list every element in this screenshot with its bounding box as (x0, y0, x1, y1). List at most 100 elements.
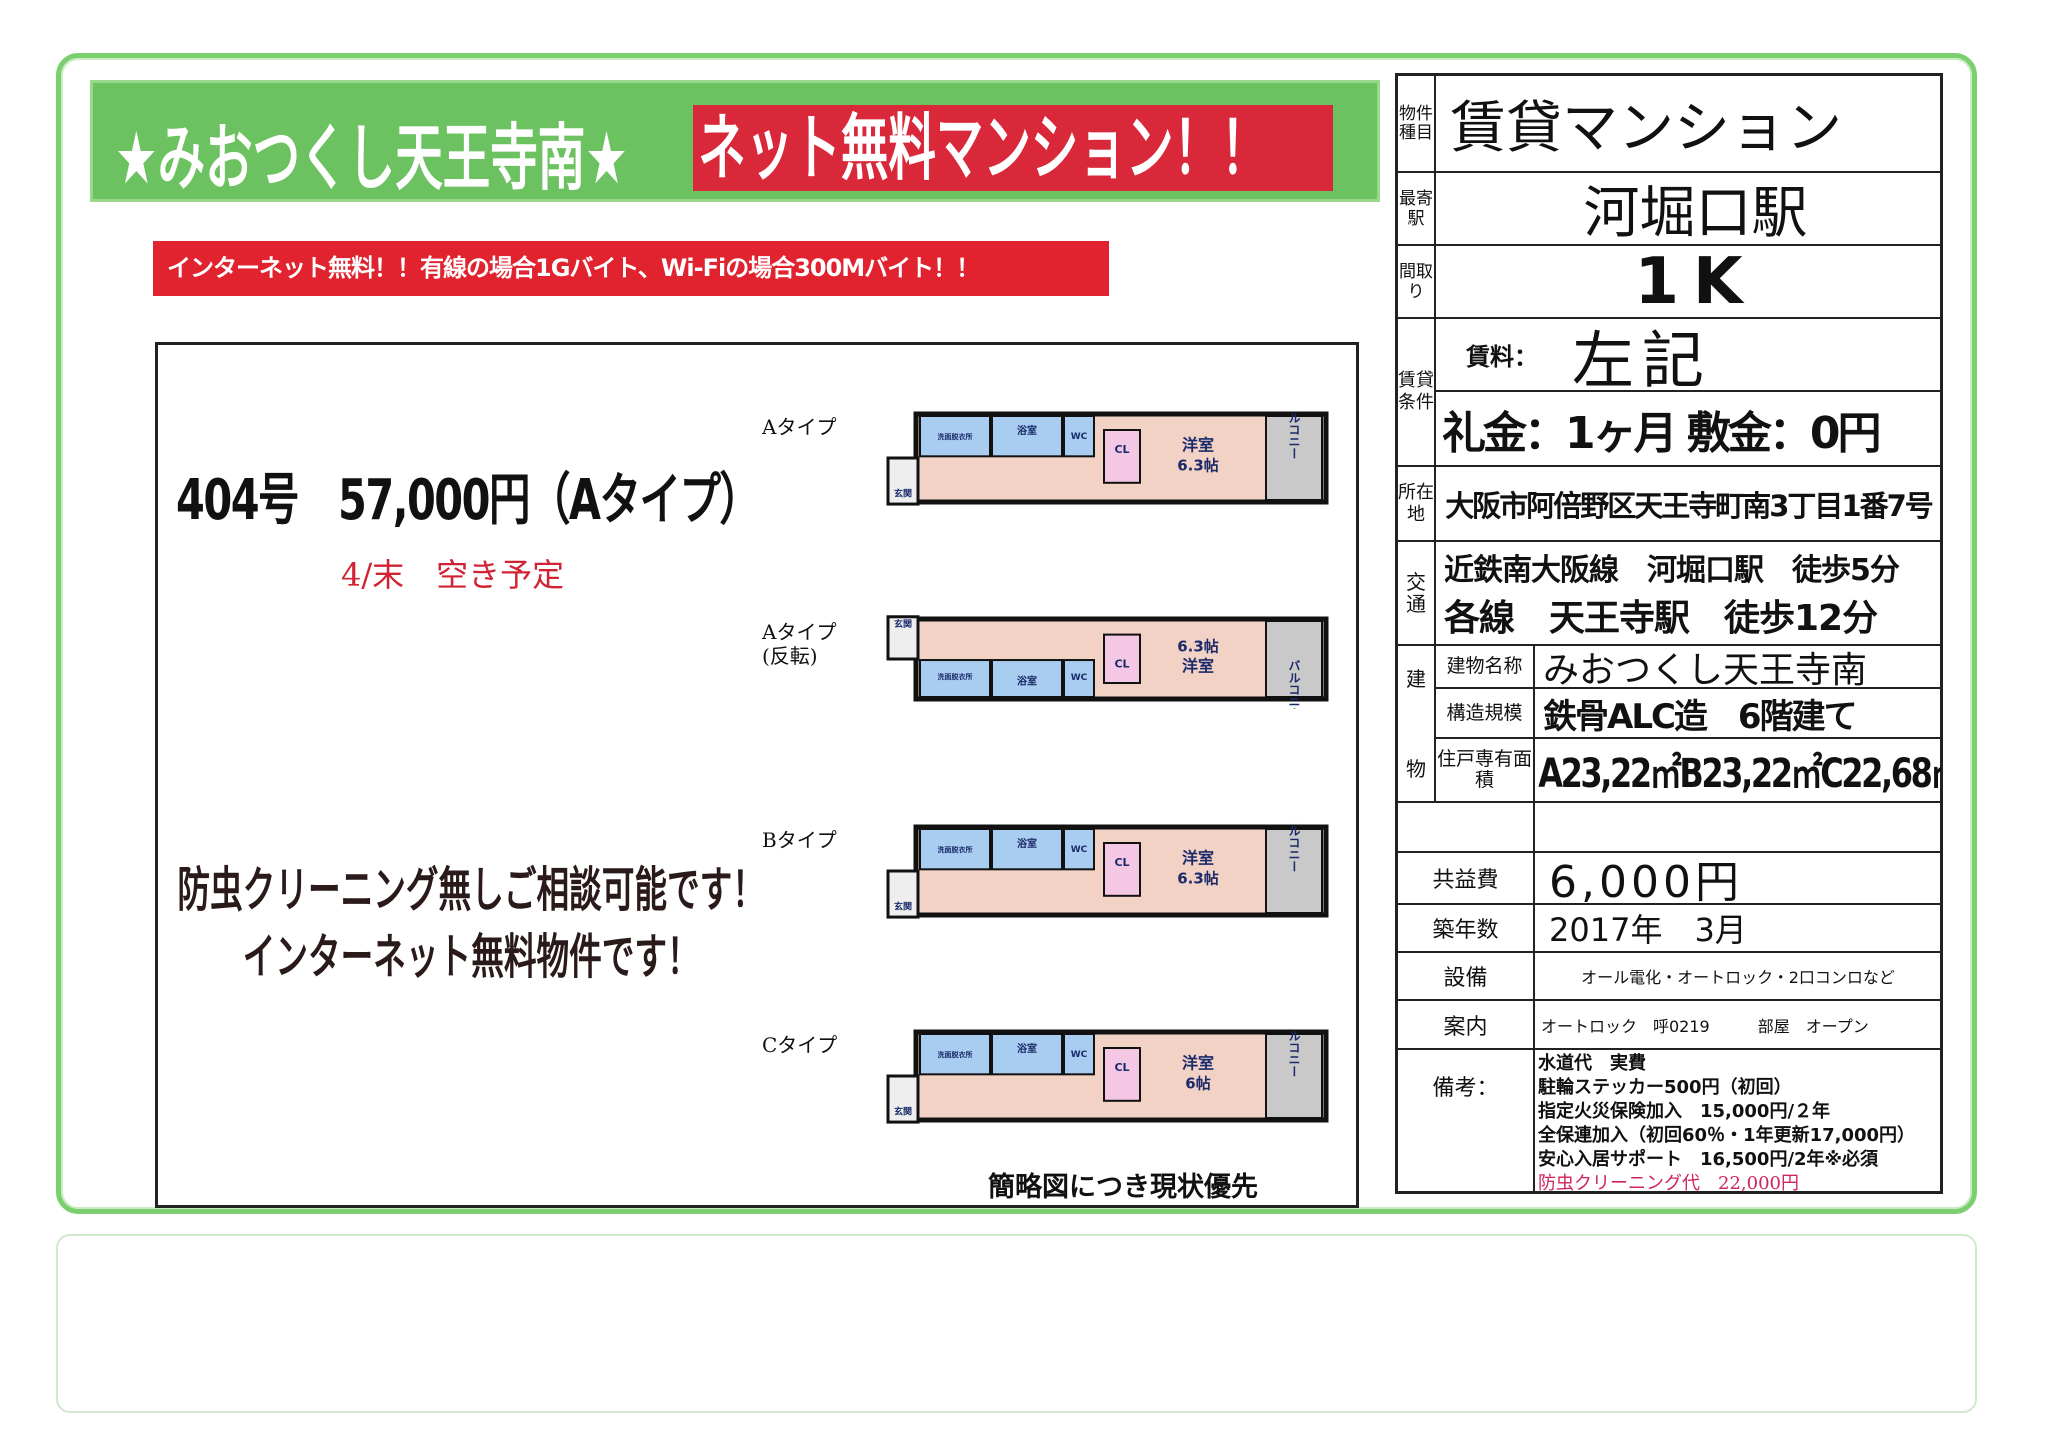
building-label: 建物 (1398, 646, 1436, 803)
plan-closet-label: CL (1114, 1061, 1129, 1074)
plan-entrance-label: 玄関 (894, 618, 912, 630)
plan-wc (1063, 1033, 1095, 1076)
plan-entrance-area (886, 456, 920, 506)
header-banner: ★みおつくし天王寺南★ ネット無料マンション！！ (90, 80, 1380, 202)
name-value: みおつくし天王寺南 (1535, 646, 1943, 689)
plan-bath-label: 浴室 (1017, 837, 1037, 850)
simplified-note: 簡略図につき現状優先 (988, 1172, 1258, 1203)
plan-closet-label: CL (1114, 443, 1129, 456)
plan-balcony (1265, 620, 1323, 698)
built-label: 築年数 (1398, 905, 1535, 953)
remark-cleaning-fee: 防虫クリーニング代 22,000円 (1538, 1173, 1799, 1194)
plan-washroom-label: 洗面脱衣所 (938, 432, 973, 441)
area-cell: A23,22㎡B23,22㎡C22,68㎡ (1535, 739, 1943, 803)
plan-balcony-label: バルコニー (1287, 410, 1301, 459)
plan-bath-label: 浴室 (1017, 675, 1037, 688)
plan-washroom (919, 659, 991, 698)
plan-room-size: 6帖 (1185, 1074, 1210, 1092)
area-label: 住戸専有面積 (1436, 739, 1535, 803)
plan-closet-label: CL (1114, 856, 1129, 869)
plan-type-label: Cタイプ (762, 1033, 838, 1057)
equip-value: オール電化・オートロック・2口コンロなど (1535, 953, 1943, 1001)
empty-label (1398, 803, 1535, 853)
remarks-label: 備考： (1398, 1050, 1535, 1194)
plan-balcony-label: バルコニー (1287, 1028, 1301, 1077)
rent-row: 賃料： 左記 (1436, 319, 1943, 392)
net-free-banner: ネット無料マンション！！ (698, 106, 1269, 190)
net-free-box: ネット無料マンション！！ (693, 105, 1333, 191)
plan-entrance-area (886, 1074, 920, 1124)
plan-room-label: 洋室 (1182, 848, 1214, 867)
plan-bath (991, 415, 1063, 458)
remark-item: 安心入居サポート 16,500円/2年※必須 (1538, 1149, 1879, 1170)
station-label: 最寄駅 (1398, 173, 1436, 246)
area-value: A23,22㎡B23,22㎡C22,68㎡ (1538, 751, 1943, 797)
equip-label: 設備 (1398, 953, 1535, 1001)
remarks-list: 水道代 実費駐輪ステッカー500円（初回） 指定火災保険加入 15,000円/２年… (1538, 1052, 1943, 1196)
access-label: 交通 (1398, 542, 1436, 646)
plan-entrance-label: 玄関 (894, 1105, 912, 1117)
deposit-value: 礼金：1ヶ月 敷金：0円 (1436, 392, 1943, 467)
plan-wc-label: WC (1071, 845, 1088, 855)
plan-washroom (919, 415, 991, 458)
terms-label: 賃貸条件 (1398, 319, 1436, 467)
plan-washroom-label: 洗面脱衣所 (938, 1050, 973, 1059)
address-value: 大阪市阿倍野区天王寺町南3丁目1番7号 (1436, 467, 1943, 542)
rent-label: 賃料： (1466, 343, 1538, 371)
remark-item: 水道代 実費 (1538, 1053, 1646, 1074)
availability: 4/末 空き予定 (341, 556, 565, 594)
plan-wc-label: WC (1071, 673, 1088, 683)
empty-value (1535, 803, 1943, 853)
plan-balcony (1265, 415, 1323, 501)
green-frame (56, 53, 1977, 1214)
floorplan-panel: 404号 57,000円（Aタイプ） 4/末 空き予定 防虫クリーニング無しご相… (155, 342, 1359, 1208)
plan-balcony-label: バルコニー (1287, 823, 1301, 872)
plan-closet (1103, 429, 1141, 484)
plan-balcony (1265, 1033, 1323, 1119)
message-cleaning: 防虫クリーニング無しご相談可能です！ (177, 862, 765, 918)
plan-wc (1063, 828, 1095, 871)
plan-washroom (919, 828, 991, 871)
plan-room-label: 洋室 (1182, 657, 1214, 676)
plan-room-size: 6.3帖 (1177, 637, 1219, 655)
plan-wc-label: WC (1071, 432, 1088, 442)
type-label: 物件種目 (1398, 76, 1436, 173)
name-label: 建物名称 (1436, 646, 1535, 689)
remark-item: 全保連加入（初回60％・1年更新17,000円） (1538, 1125, 1916, 1146)
layout-label: 間取り (1398, 246, 1436, 319)
plan-room-label: 洋室 (1182, 435, 1214, 454)
structure-value: 鉄骨ALC造 6階建て (1535, 689, 1943, 739)
plan-closet (1103, 1047, 1141, 1102)
access-cell: 近鉄南大阪線 河堀口駅 徒歩5分 各線 天王寺駅 徒歩12分 (1436, 542, 1943, 646)
layout-value: 1K (1436, 246, 1943, 319)
access-line-2: 各線 天王寺駅 徒歩12分 (1444, 598, 1878, 639)
plan-wc (1063, 659, 1095, 698)
internet-banner: インターネット無料！！有線の場合1Gバイト、Wi-Fiの場合300Mバイト！！ (153, 241, 1109, 296)
property-table: 物件種目 賃貸マンション 最寄駅 河堀口駅 間取り 1K 賃貸条件 賃料： 左記… (1395, 73, 1943, 1194)
guide-label: 案内 (1398, 1001, 1535, 1050)
plan-entrance-area (886, 869, 920, 919)
remark-item: 指定火災保険加入 15,000円/２年 (1538, 1101, 1831, 1122)
plan-wc-label: WC (1071, 1050, 1088, 1060)
built-value: 2017年 3月 (1535, 905, 1943, 953)
plan-entrance-area (886, 615, 920, 661)
rent-value: 左記 (1572, 323, 1713, 392)
plan-entrance-label: 玄関 (894, 487, 912, 499)
plan-washroom-label: 洗面脱衣所 (938, 845, 973, 854)
remark-item: 駐輪ステッカー500円（初回） (1538, 1077, 1792, 1098)
plan-room-size: 6.3帖 (1177, 869, 1219, 887)
guide-value: オートロック 呼0219 部屋 オープン (1535, 1001, 1943, 1050)
address-label: 所在地 (1398, 467, 1436, 542)
plan-washroom (919, 1033, 991, 1076)
common-label: 共益費 (1398, 853, 1535, 905)
plan-type-label: Bタイプ (762, 828, 837, 852)
plan-bath (991, 659, 1063, 698)
plan-balcony-label: バルコニー (1287, 659, 1301, 709)
plan-room-size: 6.3帖 (1177, 456, 1219, 474)
type-value: 賃貸マンション (1436, 76, 1943, 173)
plan-bath (991, 1033, 1063, 1076)
plan-type-label: Aタイプ (762, 415, 837, 439)
